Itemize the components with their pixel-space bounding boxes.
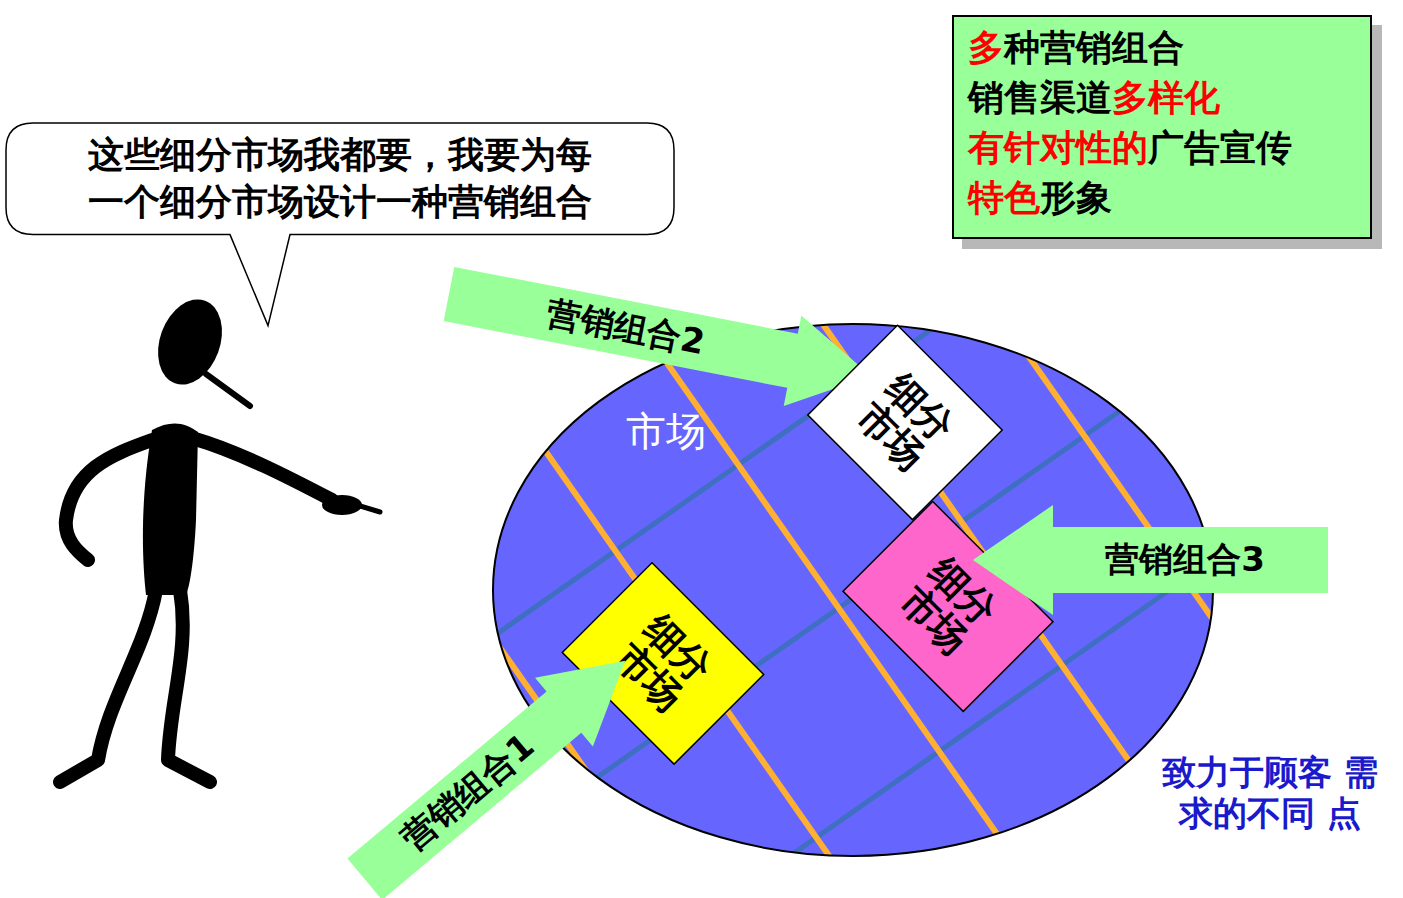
- grid-line: [156, 53, 1403, 898]
- node-text: 多种营销组合: [968, 23, 1356, 73]
- figure-head: [147, 290, 233, 393]
- arrow-shape: [336, 626, 654, 898]
- segment-fill: [808, 325, 1002, 519]
- stripe-line: [0, 121, 981, 898]
- node-text: 有针对性的广告宣传: [968, 123, 1356, 173]
- figure-leg: [168, 590, 210, 782]
- grid-line: [0, 0, 1228, 513]
- node-text: 特色形象: [968, 173, 1356, 223]
- figure-body: [143, 423, 198, 595]
- stripe-line: [562, 0, 1403, 898]
- speech-bubble: 这些细分市场我都要，我要为每 一个细分市场设计一种营销组合: [5, 122, 675, 236]
- stripe-line: [0, 207, 858, 898]
- node-text: 市场: [626, 404, 706, 459]
- grid-line: [256, 197, 1403, 898]
- stripe-line: [685, 0, 1403, 898]
- note-label: 致力于顾客 需求的不同 点: [1150, 752, 1390, 834]
- figure-arm: [66, 440, 152, 560]
- node-text: 销售渠道多样化: [968, 73, 1356, 123]
- feature-box: 多种营销组合销售渠道多样化有针对性的广告宣传特色形象: [952, 15, 1372, 239]
- box-fill: [953, 16, 1371, 238]
- arrow-shape: [973, 505, 1328, 615]
- figure-leg: [60, 590, 156, 782]
- node-text: 营销组合1: [392, 724, 544, 862]
- node-text: 营销组合3: [1105, 537, 1265, 583]
- figure-arm: [192, 438, 332, 500]
- figure-nose: [206, 374, 250, 406]
- figure-finger: [340, 500, 380, 512]
- marketing-arrow: 营销组合3: [973, 505, 1328, 615]
- node-text: 这些细分市场我都要，我要为每 一个细分市场设计一种营销组合: [84, 132, 596, 226]
- stripe-line: [194, 0, 1227, 898]
- stripe-line: [439, 0, 1403, 898]
- grid-line: [357, 340, 1403, 898]
- grid-line: [0, 0, 1329, 657]
- stripe-line: [808, 0, 1403, 898]
- stick-figure: [60, 290, 380, 782]
